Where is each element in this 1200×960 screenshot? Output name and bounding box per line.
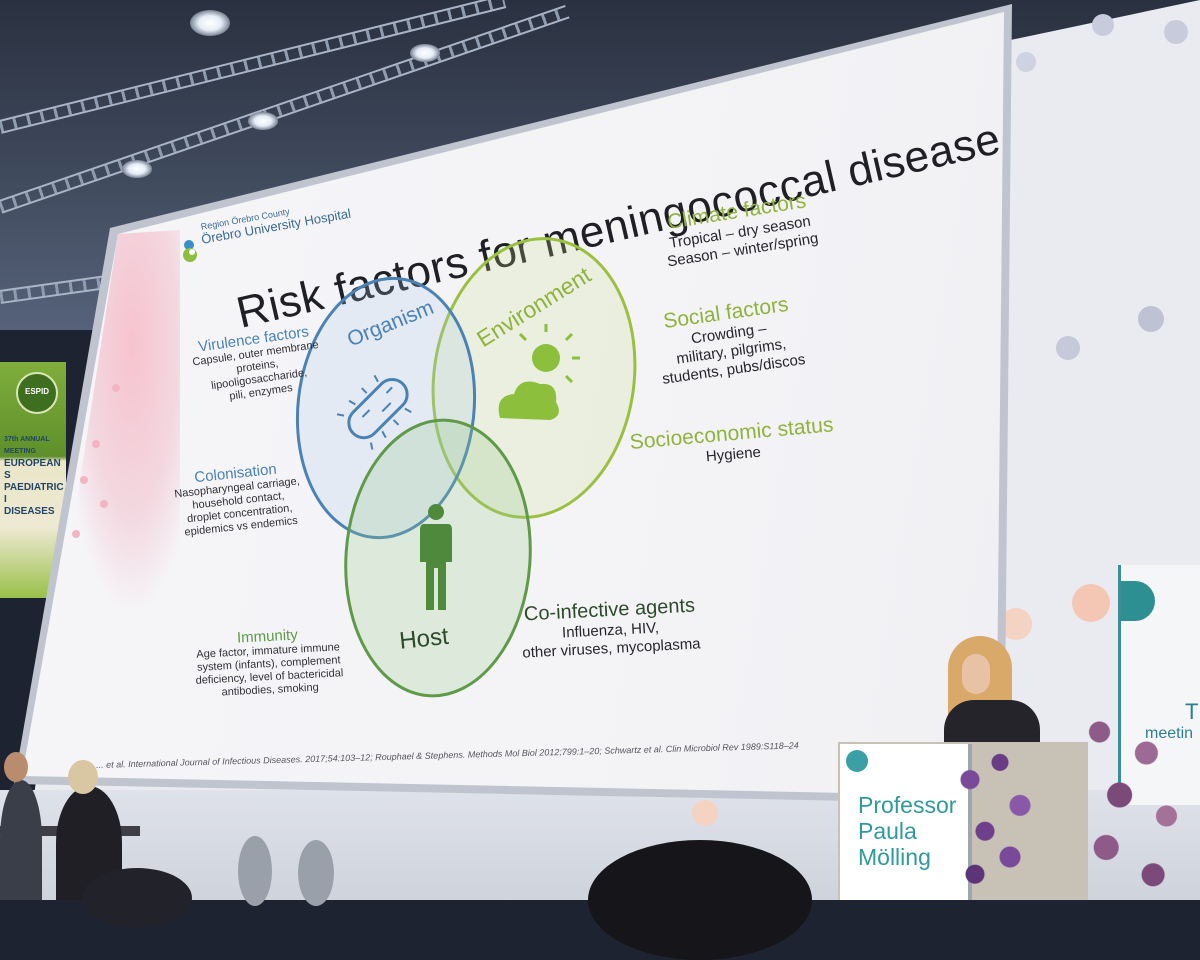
slide-decor-dot [112, 384, 120, 392]
co-infective-agents-block: Co-infective agents Influenza, HIV, othe… [514, 594, 707, 663]
hospital-logo-icon [183, 240, 197, 262]
slide-decor-dot [72, 530, 80, 538]
speaker-name-line: Mölling [858, 844, 931, 870]
immunity-block: Immunity Age factor, immature immune sys… [192, 624, 345, 701]
slide-decor-dot [80, 476, 88, 484]
wall-decor-dot [1164, 20, 1188, 44]
environment-circle [431, 237, 637, 519]
ceiling-spotlight [122, 160, 152, 178]
venn-diagram [295, 237, 637, 698]
conference-badge-logo: ESPID [16, 372, 58, 414]
banner-line: PAEDIATRIC I [4, 482, 64, 505]
bacterium-icon [336, 374, 412, 450]
panelist-head [68, 760, 98, 794]
person-icon [420, 504, 452, 610]
wall-decor-dot [1092, 14, 1114, 36]
audience-head [82, 868, 192, 928]
banner-text: 37th ANNUAL MEETING EUROPEAN S PAEDIATRI… [4, 434, 66, 518]
ceiling-spotlight [410, 44, 440, 62]
speaker-name-line: Paula [858, 818, 917, 844]
audience-head [238, 836, 272, 906]
wall-decor-dot [1016, 52, 1036, 72]
sign-logo-shape [1121, 581, 1155, 621]
flower-arrangement [1066, 690, 1200, 900]
slide-decor-dot [92, 440, 100, 448]
slide-decor-dot [100, 500, 108, 508]
podium-sign-logo [846, 750, 868, 772]
colonisation-block: Colonisation Nasopharyngeal carriage, ho… [168, 458, 308, 541]
wall-decor-dot [1072, 584, 1110, 622]
banner-line: 37th ANNUAL MEETING [4, 436, 50, 455]
flower-arrangement [950, 728, 1050, 900]
ceiling-spotlight [190, 10, 230, 36]
audience-head [298, 840, 334, 906]
sun-cloud-icon [498, 324, 580, 420]
speaker-name-line: Professor [858, 792, 957, 818]
banner-line: EUROPEAN S [4, 458, 61, 481]
audience-head [588, 840, 812, 960]
speaker-name: Professor Paula Mölling [858, 792, 956, 870]
panelist [0, 780, 42, 900]
badge-text: ESPID [24, 387, 49, 396]
immunity-text: Age factor, immature immune system (infa… [193, 641, 346, 701]
ceiling-spotlight [248, 112, 278, 130]
wall-decor-dot [1138, 306, 1164, 332]
panelist-head [4, 752, 28, 782]
speaker-face [962, 654, 990, 694]
banner-line: DISEASES [4, 506, 55, 517]
venn-label-host: Host [398, 622, 450, 655]
wall-decor-dot [692, 800, 718, 826]
wall-decor-dot [1056, 336, 1080, 360]
